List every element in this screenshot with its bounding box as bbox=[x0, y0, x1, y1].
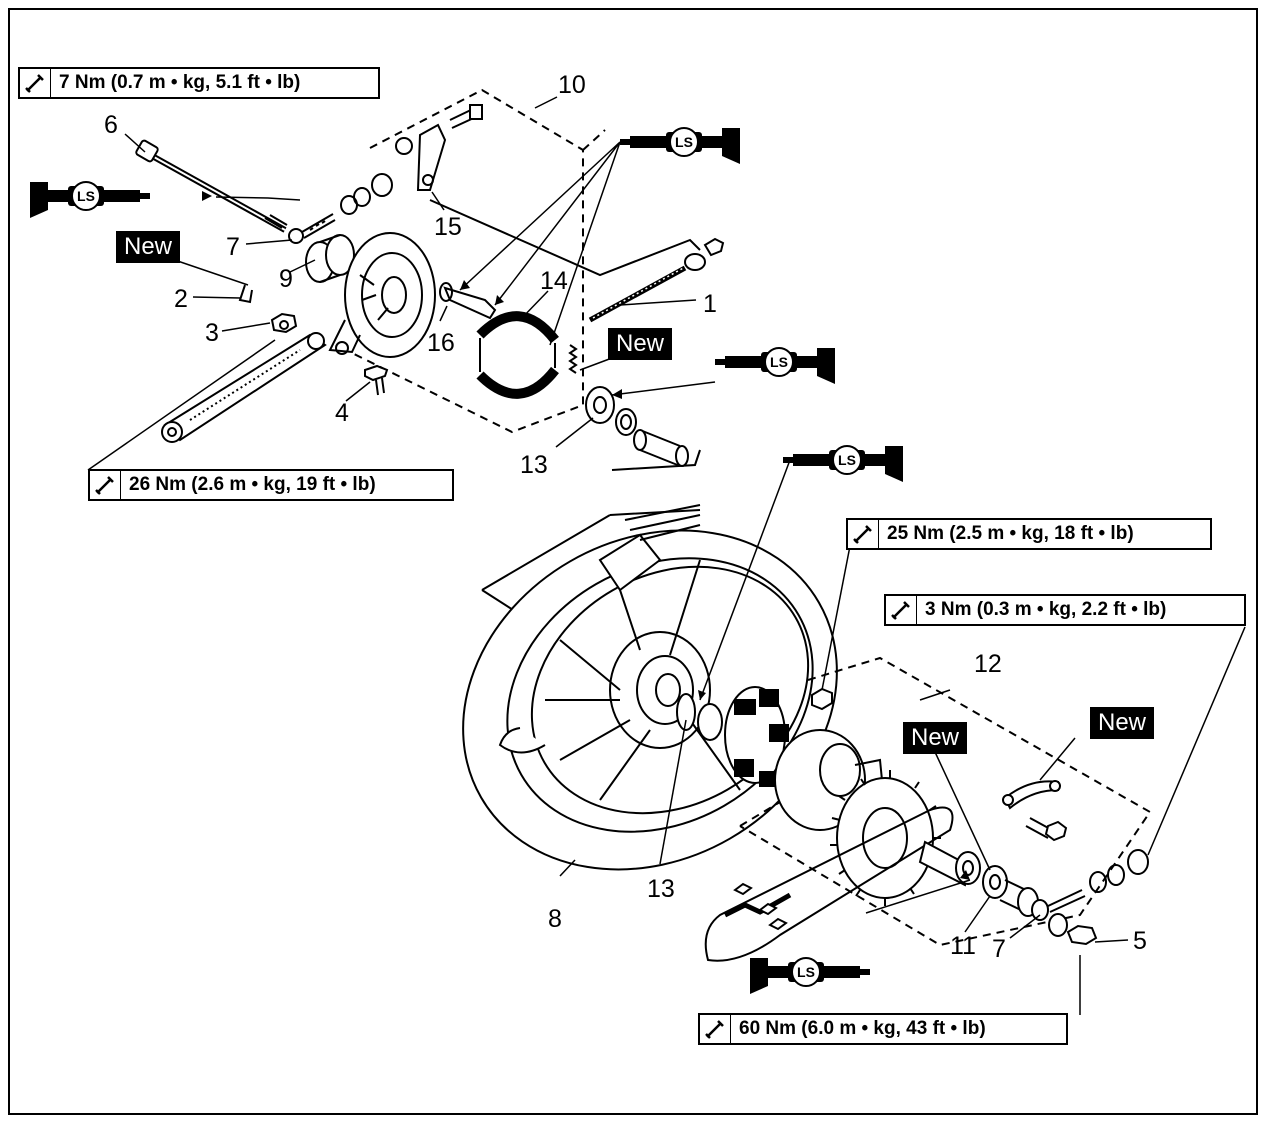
ls-label: LS bbox=[675, 134, 693, 150]
torque-wrench-icon bbox=[848, 520, 879, 548]
torque-spec-box: 25 Nm (2.5 m • kg, 18 ft • lb) bbox=[846, 518, 1212, 550]
torque-wrench-icon bbox=[700, 1015, 731, 1043]
part-callout: 3 bbox=[205, 319, 219, 347]
part-callout: 2 bbox=[174, 285, 188, 313]
part-callout: 5 bbox=[1133, 927, 1147, 955]
part-callout: 6 bbox=[104, 111, 118, 139]
part-callout: 4 bbox=[335, 399, 349, 427]
sprocket bbox=[830, 770, 941, 906]
part-callout: 13 bbox=[520, 451, 548, 479]
torque-value: 7 Nm (0.7 m • kg, 5.1 ft • lb) bbox=[59, 72, 301, 93]
ls-label: LS bbox=[770, 354, 788, 370]
torque-value: 3 Nm (0.3 m • kg, 2.2 ft • lb) bbox=[925, 599, 1167, 620]
part-callout: 16 bbox=[427, 329, 455, 357]
torque-spec-box: 7 Nm (0.7 m • kg, 5.1 ft • lb) bbox=[18, 67, 380, 99]
torque-wrench-icon bbox=[90, 471, 121, 499]
part-callout: 11 bbox=[950, 932, 976, 960]
ls-label: LS bbox=[838, 452, 856, 468]
ls-label: LS bbox=[77, 188, 95, 204]
axle bbox=[135, 139, 288, 233]
new-part-badge: New bbox=[608, 328, 673, 360]
part-callout: 13 bbox=[647, 875, 675, 903]
torque-value: 25 Nm (2.5 m • kg, 18 ft • lb) bbox=[887, 523, 1134, 544]
torque-wrench-icon bbox=[20, 69, 51, 97]
drive-chain bbox=[704, 806, 954, 962]
group-10-outline bbox=[349, 88, 584, 434]
part-callout: 9 bbox=[279, 265, 293, 293]
part-callout: 7 bbox=[992, 935, 1006, 963]
hub-damper bbox=[724, 686, 789, 787]
ls-label: LS bbox=[797, 964, 815, 980]
part-callout: 14 bbox=[540, 267, 568, 295]
brake-shoe-plate bbox=[328, 232, 436, 358]
torque-spec-box: 26 Nm (2.6 m • kg, 19 ft • lb) bbox=[88, 469, 454, 501]
torque-spec-box: 60 Nm (6.0 m • kg, 43 ft • lb) bbox=[698, 1013, 1068, 1045]
torque-value: 60 Nm (6.0 m • kg, 43 ft • lb) bbox=[739, 1018, 986, 1039]
part-callout: 8 bbox=[548, 905, 562, 933]
brake-shoes bbox=[476, 311, 559, 399]
part-callout: 15 bbox=[434, 213, 462, 241]
torque-spec-box: 3 Nm (0.3 m • kg, 2.2 ft • lb) bbox=[884, 594, 1246, 626]
part-callout: 1 bbox=[703, 290, 717, 318]
sprocket-hub bbox=[774, 729, 884, 831]
torque-value: 26 Nm (2.6 m • kg, 19 ft • lb) bbox=[129, 474, 376, 495]
new-part-badge: New bbox=[903, 722, 968, 754]
torque-arm bbox=[161, 332, 327, 443]
part-callout: 7 bbox=[226, 233, 240, 261]
collar bbox=[305, 234, 355, 283]
new-part-badge: New bbox=[1090, 707, 1155, 739]
group-12-outline bbox=[739, 656, 1152, 947]
torque-wrench-icon bbox=[886, 596, 917, 624]
part-callout: 10 bbox=[558, 71, 586, 99]
new-part-badge: New bbox=[116, 231, 181, 263]
part-callout: 12 bbox=[974, 650, 1002, 678]
